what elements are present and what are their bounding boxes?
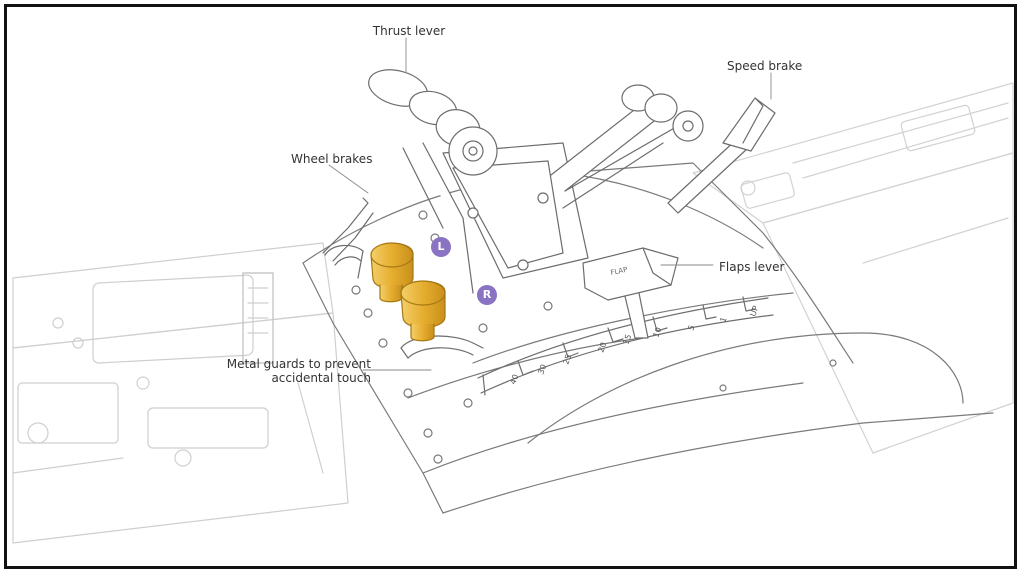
flaps-lever xyxy=(582,247,679,339)
speed-brake-lever xyxy=(667,97,776,214)
wheel-brakes-label: Wheel brakes xyxy=(291,152,373,166)
flap-scale-number: 10 xyxy=(651,326,663,339)
flaps-lever-label: Flaps lever xyxy=(719,260,785,274)
metal-guard xyxy=(400,335,484,359)
metal-guards-label-line1: Metal guards to prevent xyxy=(226,357,371,371)
flap-scale-number: 15 xyxy=(621,333,633,346)
left-brake-badge: L xyxy=(431,237,451,257)
flap-scale-number: 5 xyxy=(686,324,696,332)
thrust-lever-label: Thrust lever xyxy=(372,24,446,38)
throttle-quadrant-illustration: 40 30 25 20 15 10 5 1 UP FLAP xyxy=(12,37,1014,544)
housing-screws xyxy=(351,210,837,464)
flap-scale-number: 30 xyxy=(536,363,548,376)
flap-scale-numbers: 40 30 25 20 15 10 5 1 UP xyxy=(508,304,760,385)
flap-scale-number: 1 xyxy=(718,316,728,324)
wheel-brakes-bracket xyxy=(322,197,374,279)
flap-scale-number: 40 xyxy=(508,373,520,386)
flap-scale-number: 20 xyxy=(596,341,608,354)
thrust-lever xyxy=(368,69,704,294)
flap-scale-number: 25 xyxy=(561,353,573,366)
flap-lever-text: FLAP xyxy=(610,266,628,277)
leader-lines xyxy=(328,37,772,371)
speed-brake-label: Speed brake xyxy=(727,59,803,73)
background-panel-left xyxy=(12,242,349,544)
metal-guards-label-line2: accidental touch xyxy=(271,371,371,385)
metal-guards-label: Metal guards to prevent accidental touch xyxy=(175,357,371,385)
flap-scale-number: UP xyxy=(748,304,760,317)
flap-scale-gate xyxy=(477,296,774,396)
background-panel-right xyxy=(692,82,1014,454)
diagram-frame: 40 30 25 20 15 10 5 1 UP FLAP Thrust lever Speed… xyxy=(4,4,1017,569)
wheel-brake-knobs xyxy=(370,242,446,342)
right-brake-badge: R xyxy=(477,285,497,305)
